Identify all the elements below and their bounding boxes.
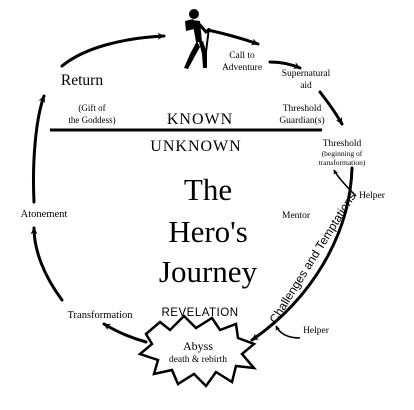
- explosion-burst-icon: [137, 314, 258, 388]
- mentor-label: Mentor: [282, 211, 311, 221]
- transformation-label: Transformation: [68, 310, 134, 321]
- return-note-line-2: the Goddess): [68, 115, 115, 125]
- helper-upper-arrow: [333, 169, 357, 197]
- helper-lower-label: Helper: [303, 326, 330, 336]
- return-label: Return: [61, 72, 103, 89]
- title-line-3: Journey: [159, 254, 258, 289]
- arc-call-to-aid: [268, 60, 302, 70]
- abyss-note: death & rebirth: [169, 355, 227, 365]
- threshold-note-line-2: transformation): [319, 158, 366, 167]
- hiker-icon: [184, 9, 211, 69]
- threshold-note-line-1: (beginning of: [322, 149, 363, 158]
- atonement-label: Atonement: [21, 209, 68, 220]
- arc-atonement-to-return: [31, 94, 46, 204]
- challenges-label: Challenges and Temptations: [267, 190, 359, 326]
- journey-cycle: [30, 28, 354, 344]
- arc-aid-to-threshold: [318, 90, 344, 126]
- title-line-2: Hero's: [168, 214, 248, 249]
- arc-threshold-to-abyss: [250, 166, 354, 342]
- supernatural-aid-line-2: aid: [300, 81, 312, 91]
- title-line-1: The: [184, 172, 232, 207]
- threshold-guardians-line-2: Guardian(s): [279, 115, 324, 126]
- arc-return-to-hiker: [60, 32, 166, 68]
- return-note-line-1: (Gift of: [78, 103, 105, 113]
- helper-arrows: [275, 169, 357, 339]
- helper-upper-label: Helper: [359, 191, 386, 201]
- call-to-adventure-line-1: Call to: [229, 51, 255, 61]
- abyss-label: Abyss: [183, 339, 213, 353]
- arc-abyss-to-transformation: [102, 322, 148, 344]
- threshold-label: Threshold: [323, 139, 362, 149]
- arc-transformation-to-atonement: [30, 226, 64, 302]
- call-to-adventure-line-2: Adventure: [222, 63, 262, 73]
- unknown-label: UNKNOWN: [150, 138, 241, 155]
- threshold-guardians-line-1: Threshold: [283, 104, 322, 114]
- known-label: KNOWN: [167, 111, 233, 128]
- revelation-label: REVELATION: [162, 307, 239, 319]
- supernatural-aid-line-1: Supernatural: [282, 69, 331, 79]
- helper-lower-arrow: [275, 325, 301, 339]
- arc-hiker-to-call: [206, 28, 260, 46]
- title: The Hero's Journey: [159, 172, 258, 289]
